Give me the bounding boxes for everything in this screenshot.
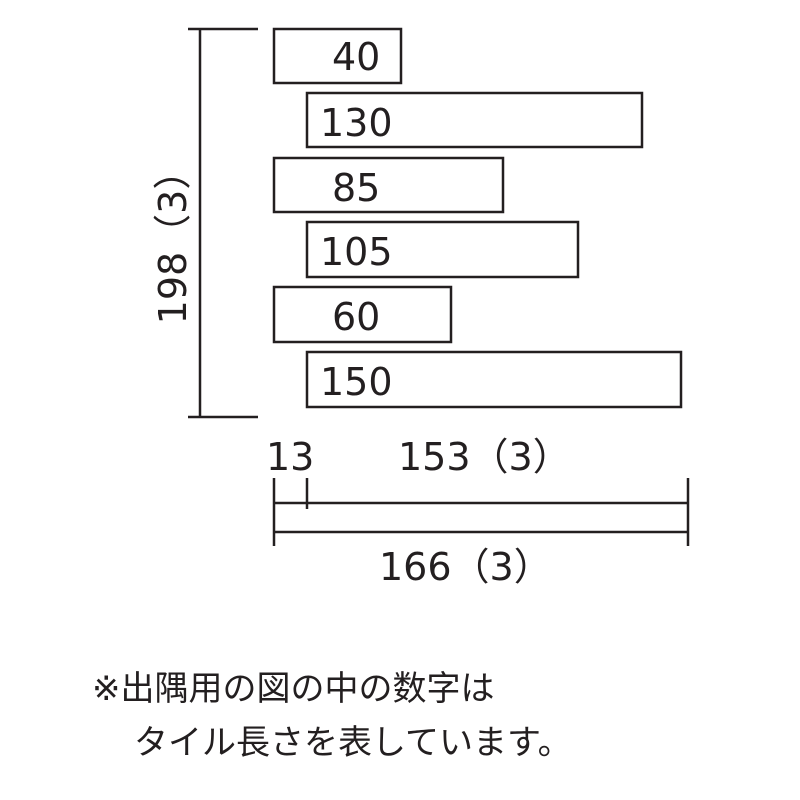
width-dimension-lines — [272, 478, 690, 546]
tile-3 — [272, 156, 505, 214]
tile-2-label: 130 — [320, 101, 393, 145]
tile-6 — [305, 350, 683, 409]
inner-width-label: 153（3） — [398, 435, 571, 479]
tile-6-label: 150 — [320, 360, 393, 404]
tile-4-label: 105 — [320, 230, 393, 274]
note-line-2: タイル長さを表しています。 — [134, 723, 572, 763]
height-dimension-label: 198（3） — [151, 152, 195, 325]
tile-5-label: 60 — [332, 295, 380, 339]
tile-stack: 40 130 85 105 60 150 — [272, 27, 683, 409]
tile-5 — [272, 285, 453, 344]
height-dimension-bracket — [188, 27, 258, 419]
note-line-1: ※出隅用の図の中の数字は — [92, 669, 495, 709]
offset-label: 13 — [266, 435, 314, 479]
total-width-label: 166（3） — [379, 545, 552, 589]
tile-1-label: 40 — [332, 35, 380, 79]
tile-2 — [305, 91, 644, 149]
tile-1 — [272, 27, 403, 85]
tile-3-label: 85 — [332, 166, 380, 210]
tile-4 — [305, 220, 580, 279]
